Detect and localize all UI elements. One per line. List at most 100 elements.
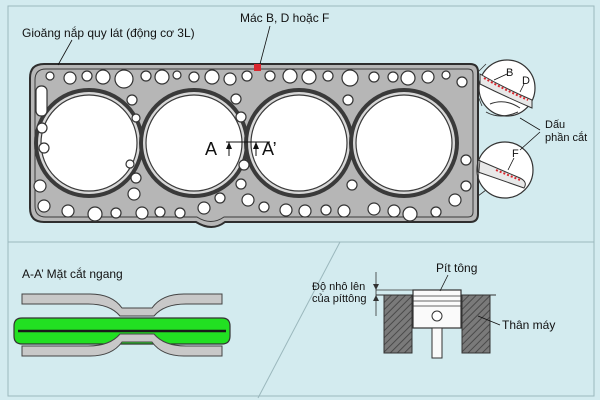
gasket-hole <box>81 70 93 82</box>
gasket-hole <box>154 206 166 218</box>
piston-leader <box>439 274 449 292</box>
detail-b-d-connector-bottom <box>477 95 483 107</box>
cylinder-bore-4 <box>349 88 459 198</box>
gasket-hole <box>258 201 270 213</box>
gasket-hole <box>125 159 135 169</box>
oil-slot-left <box>35 85 48 117</box>
gasket-hole <box>264 70 276 82</box>
gasket-hole <box>204 69 220 85</box>
gasket-hole <box>63 71 77 85</box>
gasket-hole <box>235 111 247 123</box>
gasket-hole <box>127 187 141 201</box>
cross-section-title: A-A’ Mặt cắt ngang <box>22 266 123 281</box>
gasket-hole <box>387 204 401 218</box>
gasket-hole <box>235 178 247 190</box>
piston-figure <box>373 272 496 359</box>
gasket-hole <box>33 179 47 193</box>
stamp-mark-label-line1: Dấu <box>545 119 565 131</box>
gasket-hole <box>279 203 293 217</box>
section-label-a-prime: A’ <box>262 139 277 159</box>
detail-b-d <box>478 59 536 117</box>
gasket-hole <box>460 180 472 192</box>
stamp-mark-bracket <box>519 117 541 151</box>
gasket-hole <box>337 204 351 218</box>
piston-label: Pít tông <box>436 261 477 275</box>
mark-d-label: D <box>522 75 530 87</box>
gasket-hole <box>95 69 111 85</box>
gasket-hole <box>36 122 48 134</box>
gasket-hole <box>130 172 142 184</box>
gasket-hole <box>114 69 134 89</box>
gasket-holes <box>33 68 472 222</box>
gasket-hole <box>367 202 381 216</box>
gasket-hole <box>448 193 462 207</box>
gasket-hole <box>230 93 242 105</box>
gasket-hole <box>238 159 250 171</box>
gasket-hole <box>174 207 186 219</box>
gasket-hole <box>223 72 237 86</box>
mark-f-label: F <box>512 148 519 160</box>
gasket-hole <box>154 69 170 85</box>
gasket-hole <box>456 76 468 88</box>
block-label: Thân máy <box>502 318 555 332</box>
gasket-hole <box>441 70 451 80</box>
gasket-title: Gioăng nắp quy lát (động cơ 3L) <box>22 25 195 40</box>
marking-codes-label: Mác B, D hoặc F <box>240 11 329 25</box>
protrusion-label-line1: Độ nhô lên <box>312 281 365 293</box>
gasket-hole <box>110 207 122 219</box>
gasket-hole <box>188 71 200 83</box>
mark-b-label: B <box>506 67 513 79</box>
gasket-hole <box>131 113 141 123</box>
cylinder-bore-3 <box>244 88 354 198</box>
gasket-hole <box>282 68 298 84</box>
detail-f <box>476 141 534 199</box>
gasket-hole <box>346 179 358 191</box>
cross-section-bottom-plate <box>21 333 223 357</box>
head-gasket <box>29 63 479 228</box>
gasket-hole <box>197 201 211 215</box>
gasket-hole <box>126 94 138 106</box>
section-label-a: A <box>205 139 217 159</box>
detail-b-d-connector-top <box>477 63 487 73</box>
gasket-hole <box>37 199 51 213</box>
gasket-hole <box>368 71 380 83</box>
cylinder-bore-1 <box>34 88 144 198</box>
protrusion-label-line2: của píttông <box>312 293 366 305</box>
block-leader <box>477 315 501 326</box>
gasket-hole <box>87 206 103 222</box>
outer-frame <box>7 5 595 397</box>
gasket-hole <box>140 70 152 82</box>
detail-f-connector-top <box>477 159 481 183</box>
gasket-title-leader <box>57 39 73 66</box>
gasket-hole <box>421 70 435 84</box>
divider-diagonal <box>257 241 341 399</box>
marking-codes-leader <box>259 25 271 65</box>
block-right <box>461 294 491 354</box>
gasket-hole <box>45 71 55 81</box>
gasket-inner-border <box>34 68 474 222</box>
gasket-hole <box>172 70 182 80</box>
gasket-hole <box>342 94 354 106</box>
gasket-hole <box>38 142 50 154</box>
cylinder-bore-2 <box>139 88 249 198</box>
gasket-hole <box>322 70 334 82</box>
block-left <box>383 294 413 354</box>
gasket-hole <box>400 70 416 86</box>
gasket-hole <box>402 206 418 222</box>
cross-section-top-plate <box>21 293 223 317</box>
gasket-hole <box>341 69 359 87</box>
marking-location <box>254 64 261 71</box>
connecting-rod <box>431 327 443 359</box>
gasket-hole <box>387 71 399 83</box>
cross-section-figure <box>13 293 231 357</box>
gasket-hole <box>301 69 317 85</box>
gasket-hole <box>320 204 332 216</box>
detail-f-connector-bottom <box>477 189 487 197</box>
gasket-hole <box>241 70 253 82</box>
gasket-hole <box>241 193 255 207</box>
gasket-hole <box>214 192 226 204</box>
gasket-hole <box>430 206 442 218</box>
gasket-hole <box>298 204 312 218</box>
gasket-hole <box>460 154 472 166</box>
